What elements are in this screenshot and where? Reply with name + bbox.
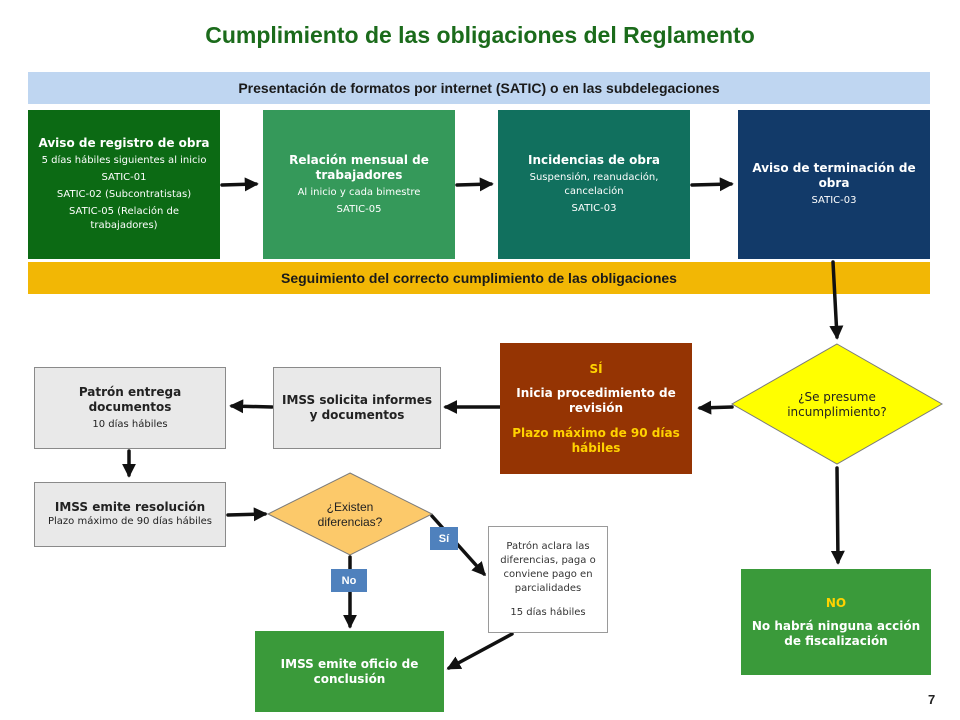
satic-band-label: Presentación de formatos por internet (S… xyxy=(238,80,720,96)
imss-solicita-box: IMSS solicita informes y documentos xyxy=(273,367,441,449)
si-box: SÍ Inicia procedimiento de revisión Plaz… xyxy=(500,343,692,474)
patron-aclara-plazo: 15 días hábiles xyxy=(510,606,586,618)
relacion-mensual-title: Relación mensual de trabajadores xyxy=(289,152,429,182)
registro-obra-line: SATIC-01 xyxy=(101,172,147,183)
incidencias-title: Incidencias de obra xyxy=(528,153,660,167)
imss-oficio-label: IMSS emite oficio de conclusión xyxy=(280,656,419,686)
terminacion-title: Aviso de terminación de obra xyxy=(752,161,916,190)
imss-oficio-box: IMSS emite oficio de conclusión xyxy=(255,631,444,712)
satic-band: Presentación de formatos por internet (S… xyxy=(28,72,930,104)
relacion-mensual-box: Relación mensual de trabajadores Al inic… xyxy=(263,110,455,259)
patron-entrega-box: Patrón entrega documentos 10 días hábile… xyxy=(34,367,226,449)
si-title: Inicia procedimiento de revisión xyxy=(516,385,676,415)
arrow-diamond-aclara xyxy=(430,514,486,577)
arrow-relacion-incidencias xyxy=(455,177,494,192)
incidencias-box: Incidencias de obra Suspensión, reanudac… xyxy=(498,110,690,259)
no-title: No habrá ninguna acción de fiscalización xyxy=(751,618,921,648)
registro-obra-line: 5 días hábiles siguientes al inicio xyxy=(41,155,207,166)
terminacion-box: Aviso de terminación de obra SATIC-03 xyxy=(738,110,930,259)
registro-obra-title: Aviso de registro de obra xyxy=(38,136,210,150)
no-label: NO xyxy=(825,595,847,610)
relacion-mensual-line: Al inicio y cada bimestre xyxy=(297,186,421,198)
imss-solicita-label: IMSS solicita informes y documentos xyxy=(282,393,433,422)
patron-aclara-line: Patrón aclara las diferencias, paga o co… xyxy=(500,540,596,594)
seguimiento-band: Seguimiento del correcto cumplimiento de… xyxy=(28,262,930,294)
imss-resolucion-line: Plazo máximo de 90 días hábiles xyxy=(47,516,213,527)
arrow-aclara-oficio xyxy=(446,632,514,670)
imss-resolucion-title: IMSS emite resolución xyxy=(54,500,206,514)
diamond-diferencias-shape xyxy=(266,472,434,556)
tag-si: Sí xyxy=(430,527,458,550)
tag-no: No xyxy=(331,569,367,592)
terminacion-line: SATIC-03 xyxy=(811,195,857,206)
diamond-presume-label: ¿Se presume incumplimiento? xyxy=(787,390,887,419)
registro-obra-line: SATIC-05 (Relación de trabajadores) xyxy=(68,206,180,231)
incidencias-line: SATIC-03 xyxy=(571,203,617,214)
no-box: NO No habrá ninguna acción de fiscalizac… xyxy=(741,569,931,675)
page-number: 7 xyxy=(928,692,936,707)
si-plazo: Plazo máximo de 90 días hábiles xyxy=(512,425,680,455)
arrow-registro-relacion xyxy=(220,177,259,192)
incidencias-line: Suspensión, reanudación, cancelación xyxy=(529,172,659,197)
registro-obra-box: Aviso de registro de obra 5 días hábiles… xyxy=(28,110,220,259)
arrow-diamond-no xyxy=(830,466,845,565)
arrow-solicita-entrega xyxy=(229,399,274,414)
diamond-diferencias-label: ¿Existen diferencias? xyxy=(317,500,383,529)
arrow-terminacion-diamond xyxy=(829,260,844,340)
page-title: Cumplimiento de las obligaciones del Reg… xyxy=(205,22,755,48)
si-label: SÍ xyxy=(589,361,603,376)
patron-entrega-title: Patrón entrega documentos xyxy=(78,384,182,414)
diamond-presume-shape xyxy=(730,343,944,465)
imss-resolucion-box: IMSS emite resolución Plazo máximo de 90… xyxy=(34,482,226,547)
arrow-diamond-si xyxy=(697,400,734,415)
relacion-mensual-line: SATIC-05 xyxy=(336,203,382,215)
patron-aclara-box: Patrón aclara las diferencias, paga o co… xyxy=(488,526,608,633)
registro-obra-line: SATIC-02 (Subcontratistas) xyxy=(56,189,192,200)
arrow-incidencias-terminacion xyxy=(690,177,734,192)
arrow-resolucion-diamond xyxy=(226,507,268,522)
patron-entrega-line: 10 días hábiles xyxy=(92,418,168,430)
seguimiento-band-label: Seguimiento del correcto cumplimiento de… xyxy=(281,270,677,286)
